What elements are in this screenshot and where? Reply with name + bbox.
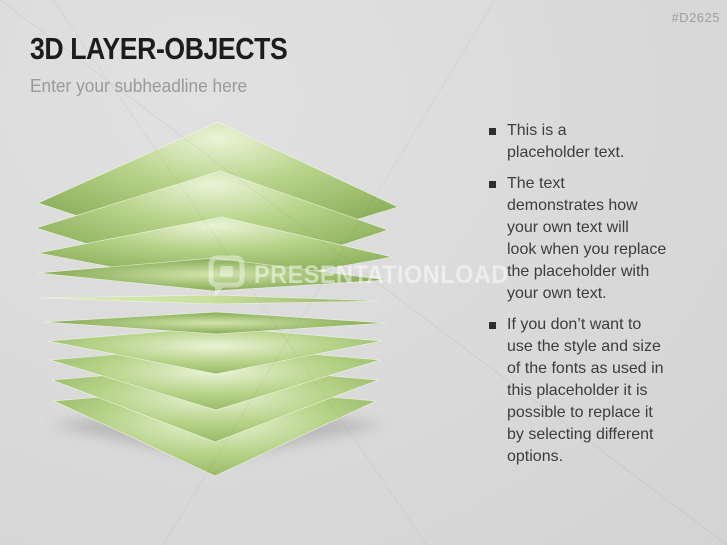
layer-polygon-top-4 — [37, 257, 389, 292]
layer-polygon-middle-sliver — [39, 294, 381, 305]
bullet-text: If you don’t want to use the style and s… — [507, 316, 664, 465]
page-title: 3D LAYER-OBJECTS — [30, 31, 288, 66]
bullet-square-icon — [489, 128, 496, 135]
layers-3d-graphic — [0, 110, 460, 510]
layers-3d-svg — [34, 121, 399, 477]
layer-polygon-bottom-2 — [47, 326, 383, 375]
bullet-square-icon — [489, 322, 496, 329]
bullet-item: This is a placeholder text. — [487, 120, 717, 164]
bullet-text: This is a placeholder text. — [507, 122, 625, 161]
bullet-text: The text demonstrates how your own text … — [507, 175, 667, 302]
subheadline-placeholder: Enter your subheadline here — [30, 76, 248, 96]
layer-polygon-bottom-1 — [43, 311, 387, 335]
bullet-item: If you don’t want to use the style and s… — [487, 314, 717, 468]
slide-id-tag: #D2625 — [671, 10, 720, 25]
bullet-list: This is a placeholder text. The text dem… — [487, 120, 717, 477]
bullet-item: The text demonstrates how your own text … — [487, 173, 717, 305]
bullet-square-icon — [489, 181, 496, 188]
layer-polygon-bottom-3 — [49, 345, 381, 411]
